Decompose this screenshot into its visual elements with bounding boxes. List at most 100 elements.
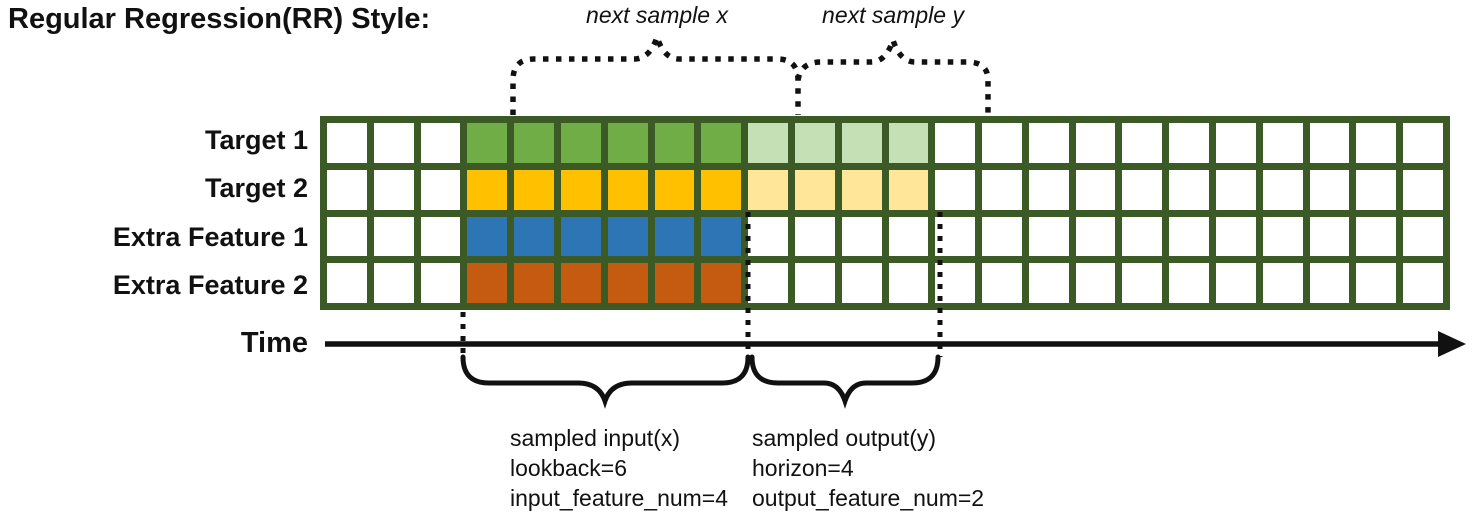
sampled-input-title: sampled input(x)	[510, 425, 681, 451]
cell	[560, 169, 601, 210]
row-labels: Target 1 Target 2 Extra Feature 1 Extra …	[0, 116, 308, 310]
cell	[701, 263, 742, 303]
cell	[1309, 216, 1350, 257]
sampled-output-brace	[749, 354, 941, 409]
cell	[935, 216, 976, 257]
cell	[1169, 123, 1210, 163]
cell	[514, 169, 554, 210]
cell	[1169, 263, 1210, 303]
cell	[1216, 169, 1256, 210]
row-label-target-2: Target 2	[204, 173, 308, 204]
cell	[420, 263, 461, 303]
cell	[1075, 216, 1116, 257]
cell	[654, 216, 695, 257]
cell	[794, 263, 835, 303]
cell	[1262, 169, 1303, 210]
cell	[1356, 263, 1397, 303]
cell	[935, 169, 976, 210]
cell	[1403, 216, 1443, 257]
cell	[748, 263, 788, 303]
cell	[1216, 263, 1256, 303]
cell	[935, 123, 976, 163]
cell	[1075, 123, 1116, 163]
cell	[1122, 123, 1163, 163]
cell	[467, 123, 508, 163]
cell	[327, 263, 367, 303]
cell	[748, 169, 788, 210]
cell	[560, 216, 601, 257]
cell	[1028, 216, 1069, 257]
cell	[607, 169, 648, 210]
cell	[1075, 169, 1116, 210]
next-sample-y-label: next sample y	[822, 2, 964, 28]
cell	[1075, 263, 1116, 303]
grid	[320, 116, 1450, 310]
cell	[467, 169, 508, 210]
cell	[420, 216, 461, 257]
row-label-target-1: Target 1	[204, 124, 308, 155]
cell	[1028, 123, 1069, 163]
sampled-input-features: input_feature_num=4	[510, 485, 729, 511]
cell	[1356, 169, 1397, 210]
cell	[888, 216, 929, 257]
cell	[701, 169, 742, 210]
cell	[841, 169, 882, 210]
cell	[373, 263, 414, 303]
cell	[794, 169, 835, 210]
cell	[607, 263, 648, 303]
cell	[1122, 216, 1163, 257]
sampled-input-lookback: lookback=6	[510, 455, 627, 481]
cell	[514, 123, 554, 163]
cell	[467, 216, 508, 257]
cell	[373, 169, 414, 210]
cell	[888, 263, 929, 303]
cell	[654, 263, 695, 303]
cell	[327, 216, 367, 257]
sampled-input-brace	[460, 354, 751, 409]
cell	[1262, 123, 1303, 163]
cell	[1356, 123, 1397, 163]
cell	[748, 123, 788, 163]
cell	[654, 123, 695, 163]
cell	[841, 123, 882, 163]
cell	[1309, 263, 1350, 303]
cell	[841, 263, 882, 303]
sampled-output-features: output_feature_num=2	[752, 485, 985, 511]
cell	[701, 123, 742, 163]
cell	[654, 169, 695, 210]
cell	[560, 263, 601, 303]
cell	[607, 123, 648, 163]
cell	[420, 123, 461, 163]
cell	[1309, 123, 1350, 163]
cell	[794, 123, 835, 163]
cell	[1262, 216, 1303, 257]
cell	[467, 263, 508, 303]
cell	[1403, 263, 1443, 303]
sampled-output-title: sampled output(y)	[752, 425, 937, 451]
cell	[841, 216, 882, 257]
sampled-output-horizon: horizon=4	[752, 455, 854, 481]
cell	[373, 123, 414, 163]
cell	[1403, 123, 1443, 163]
cell	[607, 216, 648, 257]
cell	[1309, 169, 1350, 210]
cell	[514, 263, 554, 303]
cell	[1216, 123, 1256, 163]
row-label-extra-feature-1: Extra Feature 1	[112, 221, 308, 252]
next-sample-x-label: next sample x	[586, 2, 728, 28]
cell	[327, 123, 367, 163]
cell	[888, 123, 929, 163]
sampled-output-annotation: sampled output(y) horizon=4 output_featu…	[752, 423, 984, 513]
cell	[1028, 169, 1069, 210]
cell	[1122, 169, 1163, 210]
cell	[327, 169, 367, 210]
cell	[373, 216, 414, 257]
cell	[1169, 216, 1210, 257]
cell	[560, 123, 601, 163]
sampled-input-annotation: sampled input(x) lookback=6 input_featur…	[510, 423, 728, 513]
time-axis-arrowhead	[1438, 331, 1466, 357]
cell	[888, 169, 929, 210]
cell	[1216, 216, 1256, 257]
cell	[420, 169, 461, 210]
